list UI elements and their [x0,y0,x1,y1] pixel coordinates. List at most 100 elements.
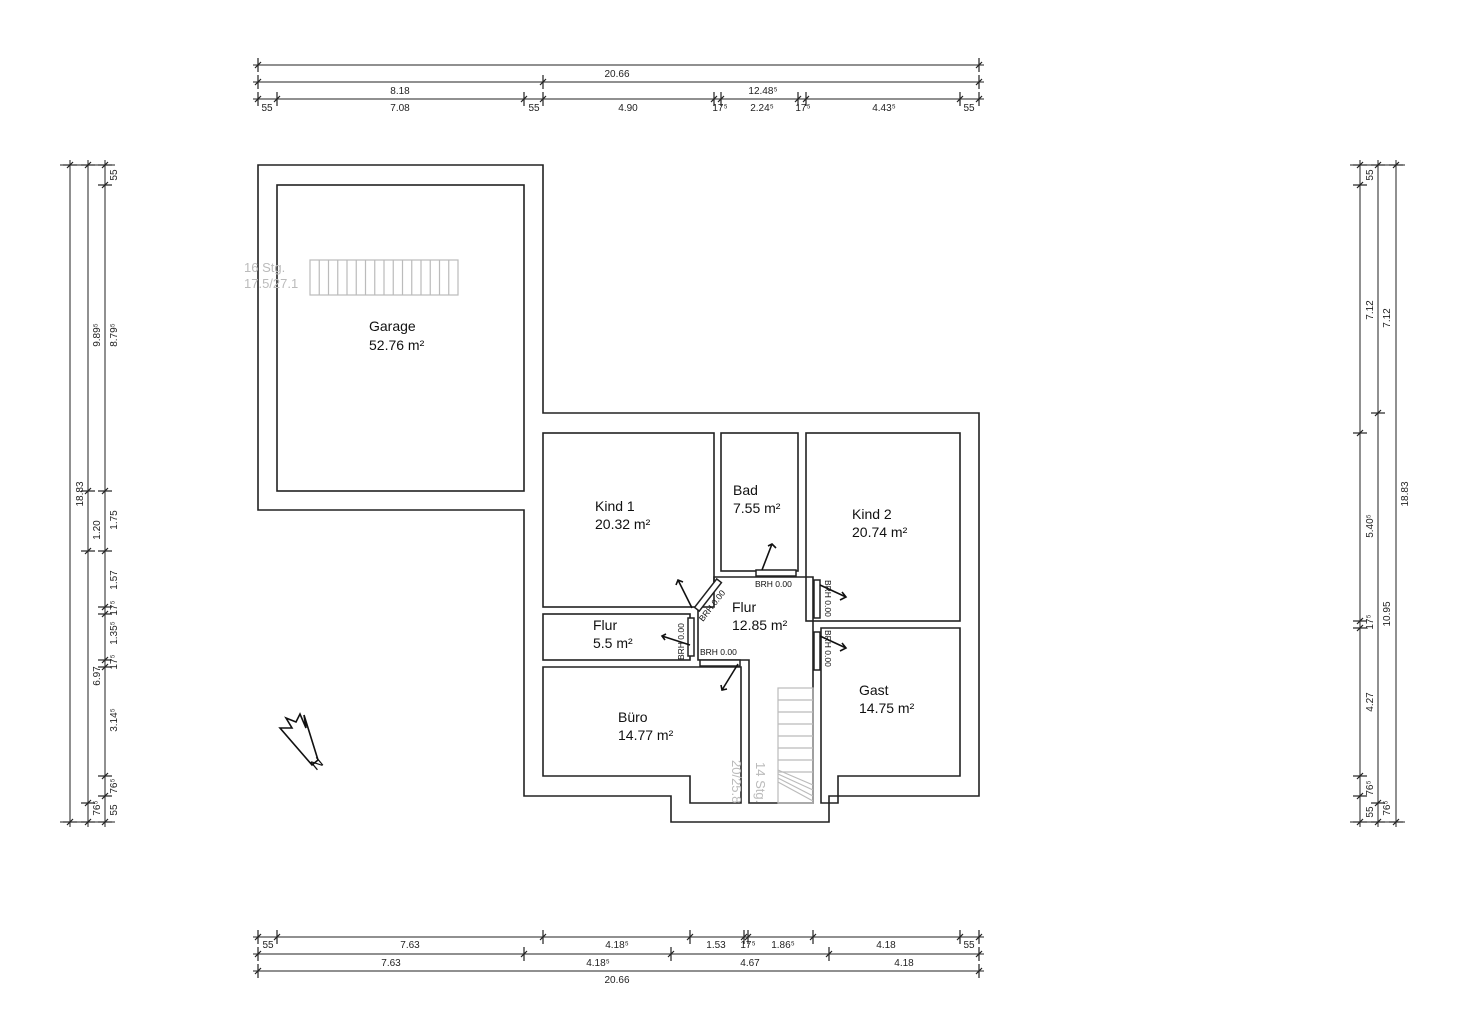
dim-text: 17⁵ [109,654,120,669]
dimension-tick [1356,181,1364,189]
dim-text: 1.75 [109,510,120,530]
outer-wall [257,164,980,823]
north-label: N [308,754,327,774]
dim-text: 4.18⁵ [586,958,610,969]
dim-text: 4.27 [1365,692,1376,712]
dim-text: 7.63 [381,958,401,969]
dimension-tick [101,772,109,780]
door-swing-arrow [819,635,848,652]
dim-text: 9.89⁵ [92,323,103,347]
window-gast [813,631,821,671]
dimension-tick [975,950,983,958]
dim-text: 1.57 [109,570,120,590]
dim-text: 76⁵ [92,800,103,815]
dim-text: 17⁵ [795,103,810,114]
dimension-tick [975,61,983,69]
dim-text: 18.83 [75,481,86,506]
kind1-room [542,432,715,608]
dim-text: 10.95 [1382,601,1393,626]
dimension-tick [254,78,262,86]
dimension-tick [802,95,810,103]
flur-stairs-steps: 14 Stg. [753,762,768,803]
dimension-tick [254,61,262,69]
dimension-tick [825,950,833,958]
dim-text: 4.90 [618,103,638,114]
window-label-buero: BRH 0.00 [700,647,737,657]
window-bad [755,569,797,577]
garage-stairs-steps: 16 Stg. [244,260,285,275]
dim-text: 6.97 [92,666,103,686]
dim-text: 8.18 [390,86,410,97]
dim-text: 4.43⁵ [872,103,896,114]
garage-room [276,184,525,492]
dim-text: 2.24⁵ [750,103,774,114]
dim-text: 7.12 [1382,308,1393,328]
window-label-kind2: BRH 0.00 [823,580,833,617]
room-name-buero: Büro [618,709,648,725]
dim-text: 55 [109,804,120,816]
room-name-bad: Bad [733,482,758,498]
door-swing-arrow [761,543,777,571]
windows [660,543,848,691]
door-swing-arrow [819,584,848,601]
window-label-bad: BRH 0.00 [755,579,792,589]
flur-stairs-ratio: 20/25.8 [729,760,744,803]
dim-text: 7.08 [390,103,410,114]
room-area-gast: 14.75 m² [859,700,915,716]
flur-stairs [777,687,814,804]
stair-tread [777,769,814,786]
dimension-tick [717,95,725,103]
dim-text: 55 [261,103,273,114]
dimension-tick [686,933,694,941]
dim-text: 17⁵ [740,940,755,951]
dim-text: 12.48⁵ [748,86,777,97]
dim-text: 18.83 [1400,481,1411,506]
dim-text: 5.40⁵ [1365,514,1376,538]
dimension-tick [254,950,262,958]
dimension-tick [101,547,109,555]
dimension-tick [254,95,262,103]
dimension-tick [1356,772,1364,780]
dimension-tick [710,95,718,103]
stair-tread [777,781,814,802]
dim-text: 7.63 [400,940,420,951]
dimension-tick [1374,409,1382,417]
dim-text: 20.66 [604,69,629,80]
dimension-tick [809,933,817,941]
dimension-tick [84,799,92,807]
dim-text: 55 [1365,169,1376,181]
dimension-tick [273,933,281,941]
door-swing-arrow [720,663,739,691]
kind2-room [805,432,961,622]
garage-stairs [309,259,459,296]
dimension-tick [520,950,528,958]
dim-text: 4.18 [876,940,896,951]
window-label-flur-small: BRH 0.00 [676,623,686,660]
dim-text: 76⁵ [109,778,120,793]
room-name-kind2: Kind 2 [852,506,892,522]
dim-text: 76⁵ [1365,780,1376,795]
dimension-tick [794,95,802,103]
room-area-kind2: 20.74 m² [852,524,908,540]
dim-text: 17⁵ [712,103,727,114]
room-area-buero: 14.77 m² [618,727,674,743]
dim-text: 55 [528,103,540,114]
dimension-tick [254,967,262,975]
dim-text: 17⁵ [1365,614,1376,629]
window-kind1 [693,577,723,613]
dim-text: 17⁵ [109,600,120,615]
dimension-tick [84,487,92,495]
dimension-tick [101,603,109,611]
dimension-tick [1374,799,1382,807]
dim-text: 7.12 [1365,300,1376,320]
room-area-flur-main: 12.85 m² [732,617,788,633]
gast-room [820,627,961,804]
dim-text: 55 [1365,806,1376,818]
dim-text: 3.14⁵ [109,708,120,732]
dimension-tick [975,933,983,941]
dimension-tick [101,487,109,495]
dimension-tick [740,933,748,941]
room-name-garage: Garage [369,318,416,334]
dimension-tick [1356,429,1364,437]
dim-text: 4.18⁵ [605,940,629,951]
